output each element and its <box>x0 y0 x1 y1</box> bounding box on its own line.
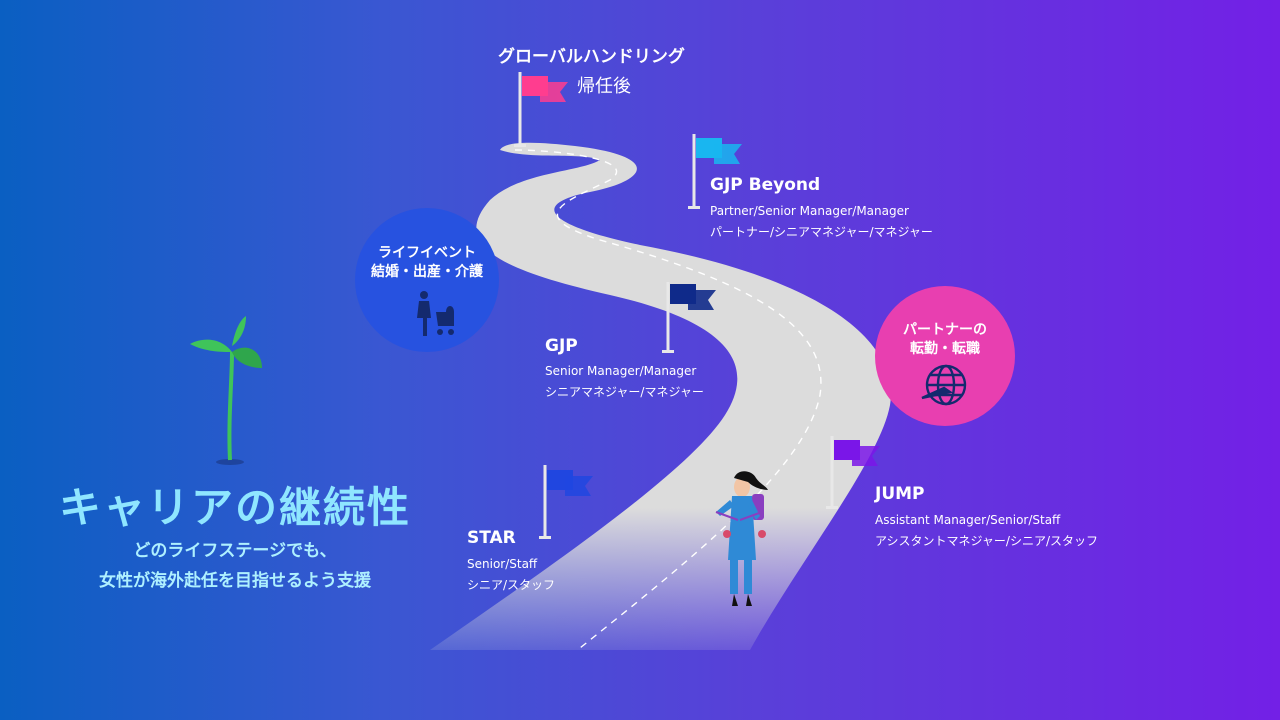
milestone-star-ja: シニア/スタッフ <box>467 578 556 592</box>
milestone-gjp-ja: シニアマネジャー/マネジャー <box>545 385 704 399</box>
flag-gjp-beyond <box>688 134 742 209</box>
milestone-beyond-ja: パートナー/シニアマネジャー/マネジャー <box>710 225 933 239</box>
businesswoman-illustration <box>715 471 768 606</box>
partner-event-circle <box>875 286 1015 426</box>
headline-line1: どのライフステージでも、 <box>133 541 337 561</box>
partner-event-line2: 転勤・転職 <box>910 341 980 357</box>
flag-gjp <box>662 282 716 353</box>
flag-jump <box>826 436 880 509</box>
flag-global-handling <box>514 72 568 147</box>
milestone-jump-en: Assistant Manager/Senior/Staff <box>875 513 1061 527</box>
flag-star <box>539 465 593 539</box>
life-event-circle <box>355 208 499 352</box>
milestone-global-subtitle: 帰任後 <box>577 76 631 97</box>
life-event-line1: ライフイベント <box>378 245 476 261</box>
globe-plane-icon <box>921 364 967 406</box>
milestone-gjp-title: GJP <box>545 336 578 356</box>
milestone-star-en: Senior/Staff <box>467 557 538 571</box>
milestone-jump-ja: アシスタントマネジャー/シニア/スタッフ <box>875 534 1099 548</box>
headline-title: キャリアの継続性 <box>58 483 411 532</box>
sprout-illustration <box>190 316 262 465</box>
headline-line2: 女性が海外赴任を目指せるよう支援 <box>99 571 371 591</box>
milestone-star-title: STAR <box>467 528 516 548</box>
life-event-line2: 結婚・出産・介護 <box>371 264 483 280</box>
mother-stroller-icon <box>417 291 454 336</box>
career-road <box>430 142 891 650</box>
partner-event-label: パートナーの 転勤・転職 <box>875 321 1015 359</box>
life-event-label: ライフイベント 結婚・出産・介護 <box>355 244 499 282</box>
partner-event-line1: パートナーの <box>903 322 987 338</box>
milestone-global-title: グローバルハンドリング <box>498 47 685 67</box>
milestone-beyond-title: GJP Beyond <box>710 175 821 195</box>
milestone-jump-title: JUMP <box>875 484 925 504</box>
milestone-gjp-en: Senior Manager/Manager <box>545 364 697 378</box>
milestone-beyond-en: Partner/Senior Manager/Manager <box>710 204 909 218</box>
